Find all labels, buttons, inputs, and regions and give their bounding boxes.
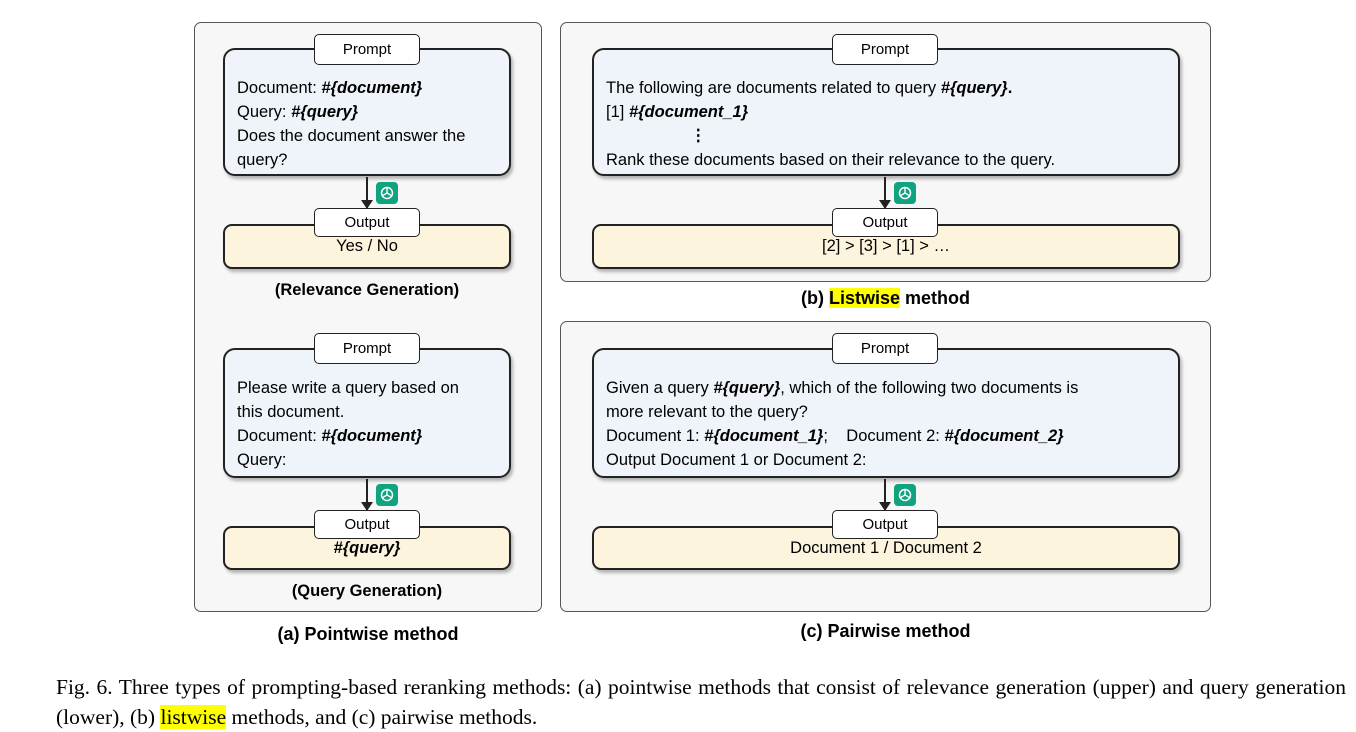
figure-caption: Fig. 6. Three types of prompting-based r…: [56, 675, 1346, 729]
query-generation-label: (Query Generation): [291, 582, 443, 600]
pairwise-output-tag: Output: [832, 510, 938, 539]
listwise-output-text: [2] > [3] > [1] > …: [822, 237, 950, 255]
chatgpt-logo-icon: [894, 484, 916, 506]
query-gen-arrow: [361, 479, 373, 511]
relevance-output-tag: Output: [314, 208, 420, 237]
pairwise-prompt-tag: Prompt: [832, 333, 938, 364]
listwise-prompt-tag: Prompt: [832, 34, 938, 65]
chatgpt-logo-icon: [376, 484, 398, 506]
query-gen-prompt-line1: Please write a query based on: [237, 379, 459, 397]
query-gen-output-text: #{query}: [333, 538, 401, 557]
listwise-method-label: (b) Listwise method: [800, 288, 970, 308]
query-gen-prompt-line2: this document.: [237, 403, 345, 421]
chatgpt-logo-icon: [376, 182, 398, 204]
listwise-prompt-line4: Rank these documents based on their rele…: [606, 151, 1056, 169]
pairwise-prompt-line2: more relevant to the query?: [606, 403, 808, 421]
listwise-output-box: [2] > [3] > [1] > …: [592, 224, 1180, 269]
pairwise-prompt-line4: Output Document 1 or Document 2:: [606, 451, 867, 469]
pairwise-arrow: [879, 479, 891, 511]
listwise-prompt-line1: The following are documents related to q…: [606, 79, 1013, 97]
relevance-prompt-line3: Does the document answer the: [237, 127, 466, 145]
relevance-prompt-box: Document: #{document} Query: #{query} Do…: [223, 48, 511, 176]
query-gen-prompt-box: Please write a query based on this docum…: [223, 348, 511, 478]
listwise-arrow: [879, 177, 891, 209]
relevance-output-text: Yes / No: [336, 237, 398, 255]
listwise-prompt-ellipsis: ⋮: [690, 127, 707, 145]
listwise-prompt-line2: [1] #{document_1}: [606, 103, 749, 121]
pointwise-method-label: (a) Pointwise method: [277, 624, 459, 644]
query-gen-prompt-line3: Document: #{document}: [237, 427, 423, 445]
relevance-prompt-line1: Document: #{document}: [237, 79, 423, 97]
query-gen-prompt-tag: Prompt: [314, 333, 420, 364]
listwise-prompt-box: The following are documents related to q…: [592, 48, 1180, 176]
chatgpt-logo-icon: [894, 182, 916, 204]
query-gen-prompt-line4: Query:: [237, 451, 287, 469]
relevance-arrow: [361, 177, 373, 209]
pairwise-output-text: Document 1 / Document 2: [790, 538, 982, 557]
relevance-prompt-tag: Prompt: [314, 34, 420, 65]
pairwise-prompt-line1: Given a query #{query}, which of the fol…: [606, 379, 1079, 397]
relevance-prompt-line2: Query: #{query}: [237, 103, 359, 121]
relevance-prompt-line4: query?: [237, 151, 288, 169]
listwise-output-tag: Output: [832, 208, 938, 237]
pairwise-prompt-box: Given a query #{query}, which of the fol…: [592, 348, 1180, 478]
query-gen-output-tag: Output: [314, 510, 420, 539]
pairwise-method-label: (c) Pairwise method: [800, 621, 971, 641]
pairwise-prompt-line3: Document 1: #{document_1}; Document 2: #…: [606, 427, 1064, 445]
relevance-generation-label: (Relevance Generation): [274, 281, 460, 299]
